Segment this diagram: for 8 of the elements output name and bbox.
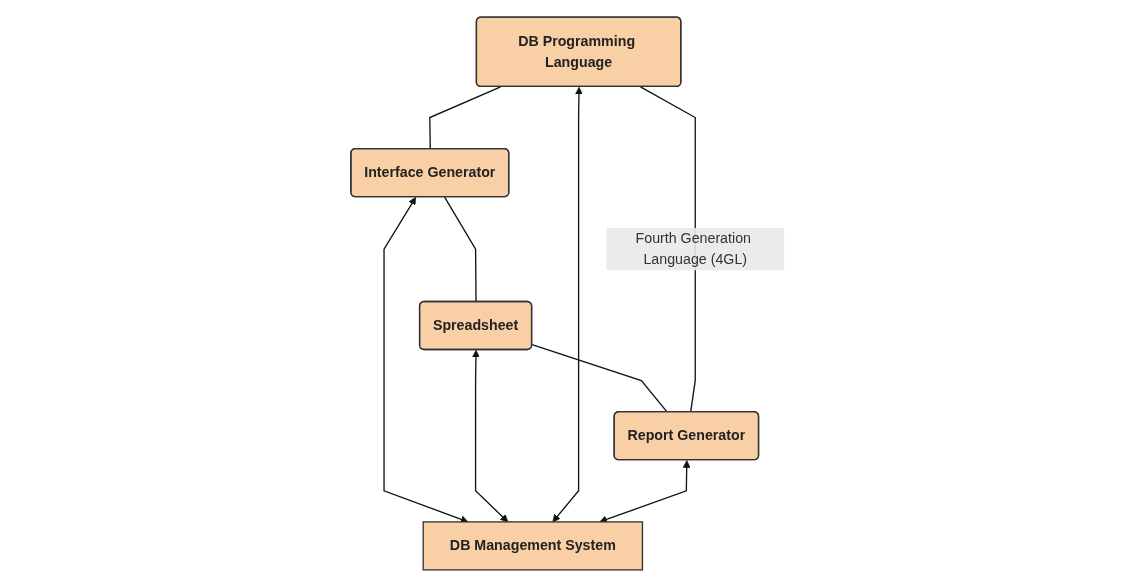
connector [443,196,477,303]
connector [639,86,696,413]
edge-label: Fourth Generation Language (4GL) [635,230,751,267]
connector [531,343,668,413]
arrow [472,349,509,523]
node-box: DB Management System [422,521,644,571]
connector [429,86,502,150]
arrow [552,86,583,523]
